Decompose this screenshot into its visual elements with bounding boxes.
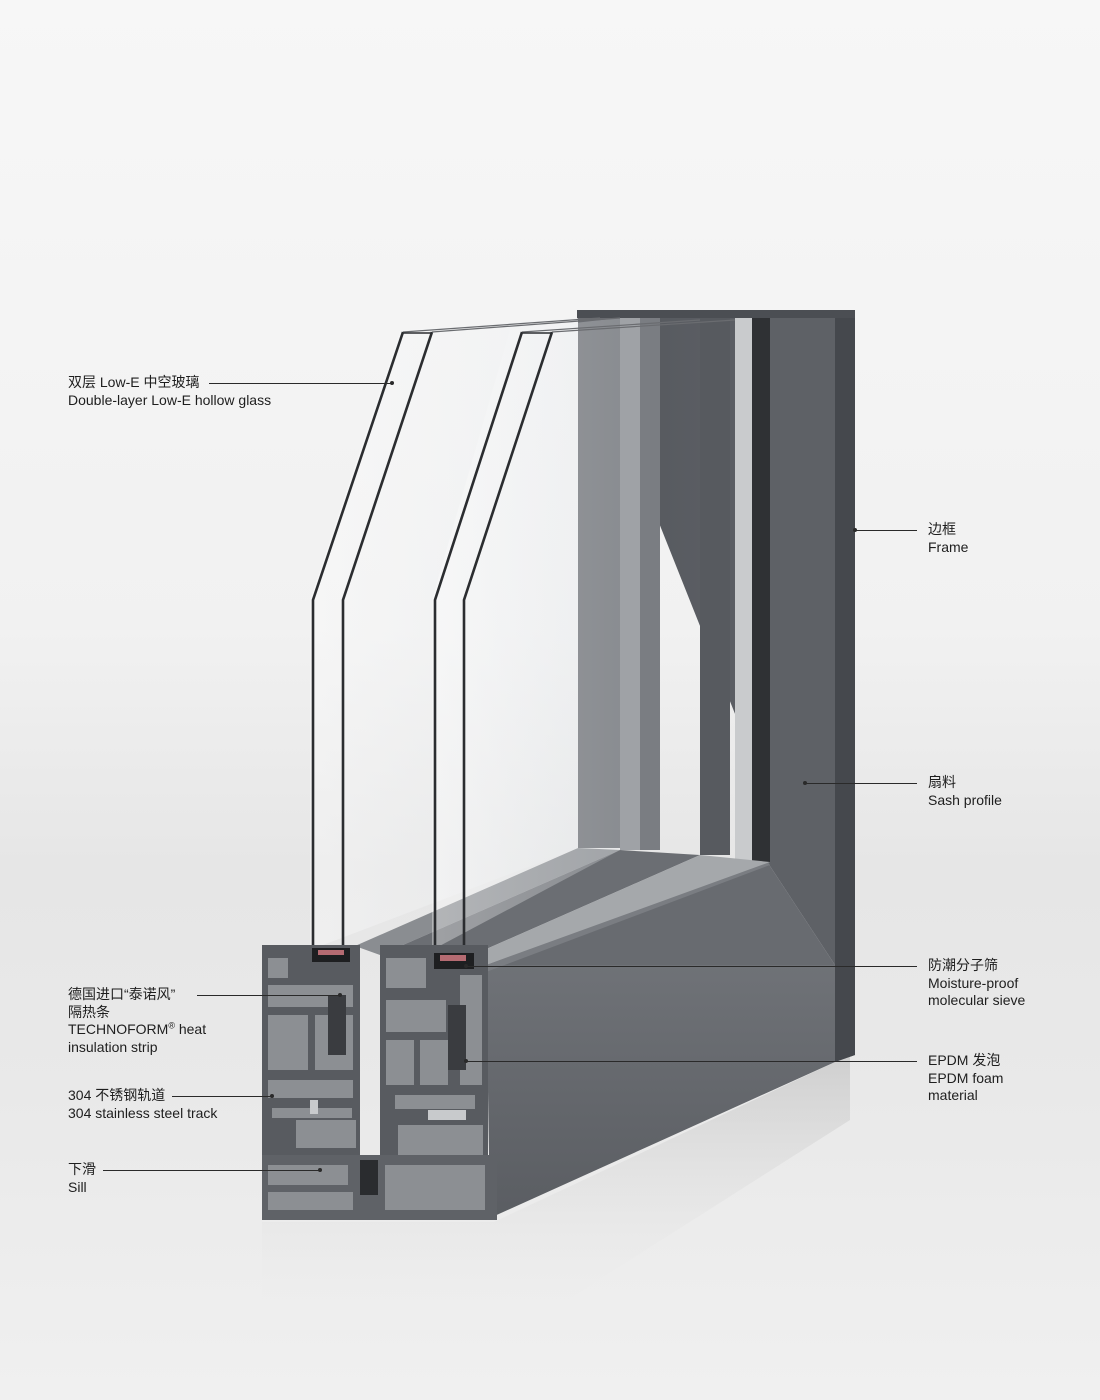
label-track-zh: 304 不锈钢轨道 (68, 1087, 166, 1103)
label-strip-heat: heat (174, 1021, 207, 1037)
label-sieve-en1: Moisture-proof (928, 974, 1019, 991)
leader-line-sill (103, 1170, 320, 1171)
label-strip-brand: TECHNOFORM (68, 1021, 169, 1037)
label-frame: 边框 Frame (928, 521, 968, 556)
label-sill-zh: 下滑 (68, 1161, 96, 1177)
label-glass-zh: 双层 Low-E 中空玻璃 (68, 374, 200, 390)
label-epdm-en1: EPDM foam (928, 1069, 1004, 1086)
label-sash-zh: 扇料 (928, 774, 956, 790)
label-sash: 扇料 Sash profile (928, 774, 1002, 809)
leader-line-epdm (466, 1061, 917, 1062)
label-glass-en: Double-layer Low-E hollow glass (68, 391, 272, 408)
label-sieve: 防潮分子筛 Moisture-proof molecular sieve (928, 957, 1025, 1010)
label-strip-en2: insulation strip (68, 1038, 158, 1055)
double-glazed-glass (310, 317, 736, 952)
label-strip-en1: TECHNOFORM® heat (68, 1021, 206, 1039)
inner-glazing-beads (355, 318, 770, 965)
label-epdm-en2: material (928, 1087, 978, 1103)
label-track: 304 不锈钢轨道 304 stainless steel track (68, 1087, 217, 1122)
floor-reflection (262, 1055, 850, 1330)
label-sill: 下滑 Sill (68, 1161, 96, 1196)
label-strip-zh2: 隔热条 (68, 1003, 110, 1020)
label-sash-en: Sash profile (928, 791, 1002, 808)
profile-cross-section (262, 945, 497, 1220)
leader-line-sieve (466, 966, 917, 967)
label-epdm-zh: EPDM 发泡 (928, 1052, 1001, 1068)
label-strip: 德国进口“泰诺风” 隔热条 TECHNOFORM® heat insulatio… (68, 986, 206, 1056)
label-sieve-en2: molecular sieve (928, 992, 1026, 1008)
label-track-en: 304 stainless steel track (68, 1104, 218, 1121)
leader-line-frame (855, 530, 917, 531)
label-sill-en: Sill (68, 1178, 87, 1195)
label-strip-registered: ® (168, 1020, 175, 1031)
leader-line-strip (197, 995, 340, 996)
label-strip-zh1: 德国进口“泰诺风” (68, 986, 176, 1002)
leader-line-glass (209, 383, 392, 384)
label-glass: 双层 Low-E 中空玻璃 Double-layer Low-E hollow … (68, 374, 271, 409)
leader-line-sash (805, 783, 917, 784)
label-epdm: EPDM 发泡 EPDM foam material (928, 1052, 1003, 1105)
leader-line-track (172, 1096, 272, 1097)
label-sieve-zh: 防潮分子筛 (928, 957, 998, 973)
sash-profile (486, 318, 835, 1218)
label-frame-zh: 边框 (928, 521, 956, 537)
label-frame-en: Frame (928, 538, 969, 555)
